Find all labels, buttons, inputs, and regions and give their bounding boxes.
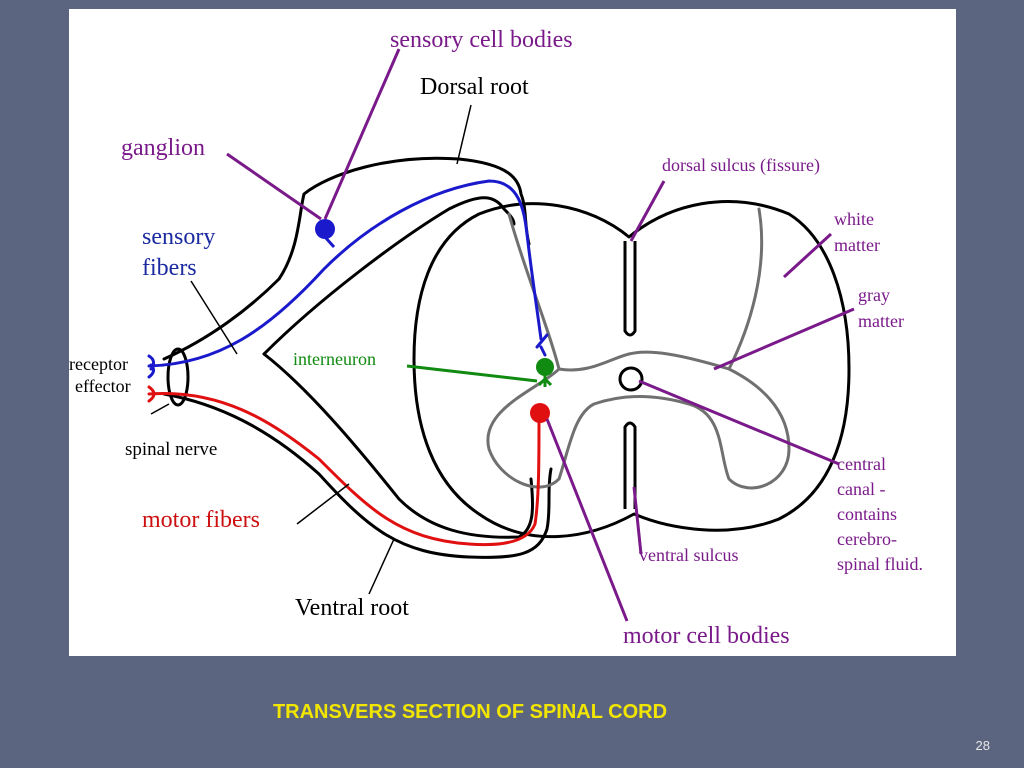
label-central-canal-4: cerebro-: [837, 529, 897, 549]
nerve-inner-outline: [262, 196, 516, 356]
label-fibers: fibers: [142, 255, 197, 281]
label-central-canal-3: contains: [837, 504, 897, 524]
label-central-canal-1: central: [837, 454, 886, 474]
label-central-canal-2: canal -: [837, 479, 885, 499]
interneuron-cell-body: [536, 358, 554, 376]
label-sensory-cell-bodies: sensory cell bodies: [390, 27, 573, 53]
central-canal: [618, 366, 644, 392]
label-gray-matter: matter: [858, 311, 904, 331]
sensory-cell-body: [315, 219, 335, 239]
motor-fiber: [147, 391, 541, 547]
label-gray: gray: [858, 285, 890, 305]
sensory-fiber: [147, 179, 543, 368]
label-motor-fibers: motor fibers: [142, 507, 260, 533]
label-dorsal-sulcus: dorsal sulcus (fissure): [662, 155, 820, 176]
label-sensory: sensory: [142, 224, 215, 250]
label-motor-cell-bodies: motor cell bodies: [623, 623, 790, 649]
nerve-inner-lower-outline: [262, 352, 535, 539]
ventral-sulcus: [623, 421, 637, 509]
dorsal-root-outline: [162, 156, 531, 361]
dorsal-sulcus: [623, 241, 637, 337]
label-receptor: receptor: [69, 354, 128, 374]
spinal-nerve-ring: [166, 347, 190, 407]
motor-cell-body: [530, 403, 550, 423]
label-ventral-sulcus: ventral sulcus: [639, 545, 738, 565]
spinal-cord-diagram: sensory cell bodies Dorsal root ganglion…: [69, 27, 923, 649]
label-dorsal-root: Dorsal root: [420, 74, 529, 100]
label-central-canal-5: spinal fluid.: [837, 554, 923, 574]
diagram-image: sensory cell bodies Dorsal root ganglion…: [69, 9, 956, 656]
slide-number: 28: [975, 738, 990, 753]
gray-matter-outline: [486, 207, 791, 490]
label-effector: effector: [75, 376, 131, 396]
slide-caption: TRANSVERS SECTION OF SPINAL CORD: [272, 701, 668, 723]
label-ganglion: ganglion: [121, 135, 205, 161]
label-white: white: [834, 209, 874, 229]
interneuron-pointer: [406, 364, 538, 383]
label-interneuron: interneuron: [293, 349, 376, 369]
white-matter-outline: [412, 200, 851, 539]
label-ventral-root: Ventral root: [295, 595, 409, 621]
label-spinal-nerve: spinal nerve: [125, 439, 217, 460]
label-white-matter: matter: [834, 235, 880, 255]
ventral-root-outline: [162, 392, 553, 559]
